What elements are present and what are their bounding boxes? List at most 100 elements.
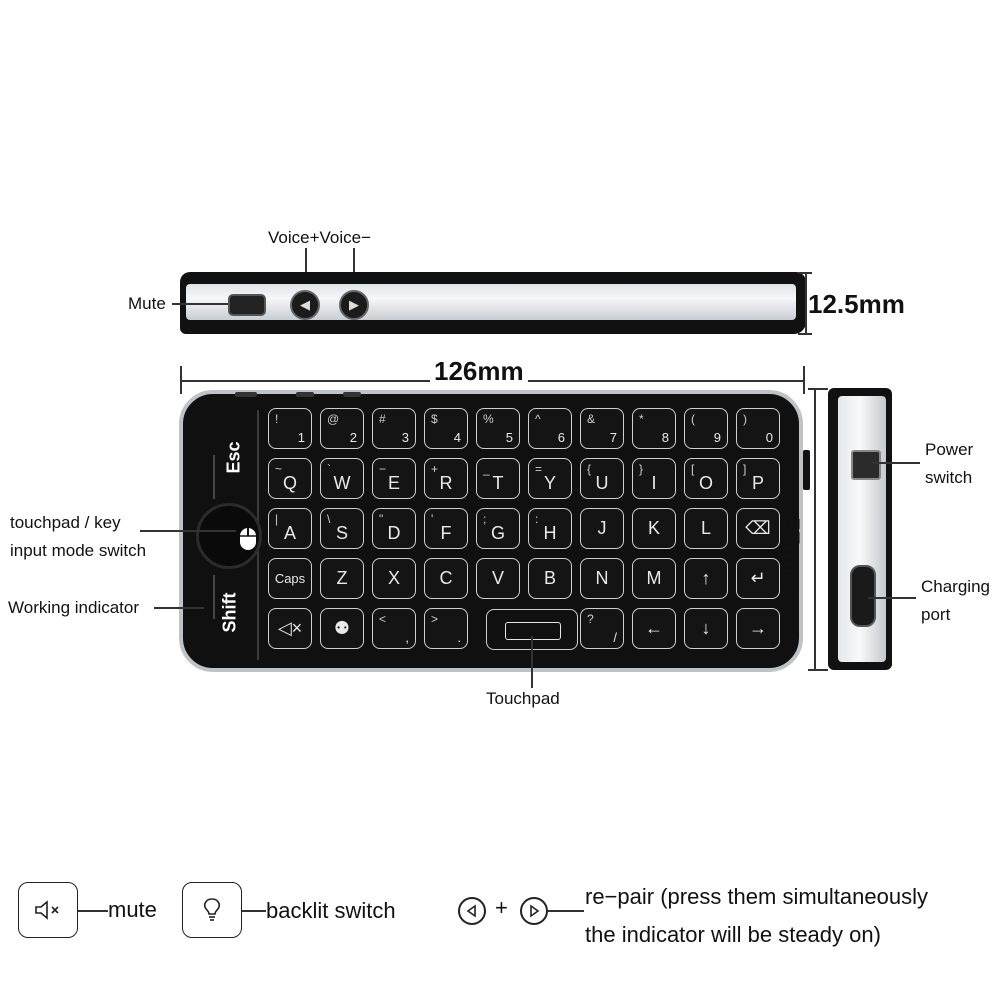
dim-tick-right — [803, 366, 805, 394]
key-shift-legend: ; — [483, 512, 487, 526]
key: Caps — [268, 558, 312, 599]
voice-minus-label: Voice− — [319, 228, 372, 247]
key: %5 — [476, 408, 520, 449]
key: ^6 — [528, 408, 572, 449]
key: +R — [424, 458, 468, 499]
key: =Y — [528, 458, 572, 499]
edge-button — [235, 392, 257, 397]
key-legend: X — [387, 568, 400, 588]
key-legend: A — [283, 523, 296, 543]
dim-line-thickness — [805, 272, 807, 334]
key-shift-legend: = — [535, 462, 543, 476]
dim-tick-w-top — [808, 388, 828, 390]
key: &7 — [580, 408, 624, 449]
key-legend: T — [492, 473, 504, 493]
working-indicator-leader — [154, 607, 204, 609]
key-number-legend: 1 — [297, 430, 305, 445]
keyboard-end-view — [828, 388, 892, 670]
power-leader — [872, 462, 920, 464]
key: V — [476, 558, 520, 599]
key-number-legend: , — [405, 630, 409, 645]
width-dimension: 57mm — [776, 517, 804, 590]
key-legend: S — [335, 523, 348, 543]
panel-line — [213, 575, 215, 619]
key-number-legend: 8 — [661, 430, 669, 445]
key-shift-legend: \ — [327, 512, 331, 526]
key: → — [736, 608, 780, 649]
key-legend: C — [439, 568, 453, 588]
shift-key: Shift — [219, 592, 240, 633]
key-legend: → — [749, 618, 767, 638]
voice-up-button: ▶ — [339, 290, 369, 320]
mode-switch-leader — [140, 530, 236, 532]
key-shift-legend: % — [483, 412, 494, 426]
key-legend: J — [597, 518, 607, 538]
thickness-dimension: 12.5mm — [808, 289, 905, 319]
charging-port-label-line1: Charging — [921, 577, 990, 596]
voice-down-button: ◀ — [290, 290, 320, 320]
key-number-legend: 7 — [609, 430, 617, 445]
speaker-mute-icon — [35, 900, 59, 920]
key: L — [684, 508, 728, 549]
key-shift-legend: ~ — [275, 462, 283, 476]
key-number-legend: / — [613, 630, 617, 645]
key: #3 — [372, 408, 416, 449]
key-legend: B — [543, 568, 556, 588]
key-grid: !1@2#3$4%5^6&7*8(9)0~Q`W−E+R_T=Y{U}I[O]P… — [268, 408, 792, 662]
key: X — [372, 558, 416, 599]
power-slider — [850, 565, 876, 627]
key-legend: ⚉ — [333, 618, 351, 638]
key-number-legend: 5 — [505, 430, 513, 445]
key: B — [528, 558, 572, 599]
mute-button — [228, 294, 266, 316]
key: )0 — [736, 408, 780, 449]
key-shift-legend: ` — [327, 462, 331, 476]
key-legend: E — [387, 473, 400, 493]
mute-legend-leader — [78, 910, 108, 912]
mouse-icon — [237, 526, 259, 552]
key-legend: O — [698, 473, 713, 493]
key: @2 — [320, 408, 364, 449]
key-legend: W — [333, 473, 351, 493]
key-legend: G — [490, 523, 505, 543]
key: ↵ — [736, 558, 780, 599]
key-legend: ↑ — [701, 568, 711, 588]
side-edge — [803, 450, 810, 490]
key-number-legend: 3 — [401, 430, 409, 445]
dim-tick-left — [180, 366, 182, 394]
key-legend: ◁× — [277, 618, 303, 638]
key-shift-legend: " — [379, 512, 384, 526]
left-triangle-icon: ◀ — [300, 297, 310, 312]
key: C — [424, 558, 468, 599]
key-legend: Caps — [274, 571, 306, 586]
key: ?/ — [580, 608, 624, 649]
key-number-legend: 0 — [765, 430, 773, 445]
power-switch-label-line1: Power — [925, 440, 974, 459]
left-triangle-icon — [458, 897, 486, 925]
key-legend: P — [751, 473, 764, 493]
key: Z — [320, 558, 364, 599]
key: `W — [320, 458, 364, 499]
charging-leader — [868, 597, 916, 599]
key-shift-legend: + — [431, 462, 439, 476]
edge-button — [296, 392, 314, 397]
key-legend: I — [651, 473, 657, 493]
key: _T — [476, 458, 520, 499]
charging-port-label-line2: port — [921, 605, 951, 624]
mode-switch-label-line1: touchpad / key — [10, 513, 121, 532]
working-indicator-label: Working indicator — [8, 598, 140, 617]
key-shift-legend: | — [275, 512, 279, 526]
key-number-legend: 4 — [453, 430, 461, 445]
key: K — [632, 508, 676, 549]
key-shift-legend: _ — [483, 462, 490, 476]
keyboard-side-view — [180, 272, 806, 334]
mute-legend-text: mute — [108, 897, 157, 922]
key-legend: D — [387, 523, 401, 543]
edge-button — [343, 392, 361, 397]
key: !1 — [268, 408, 312, 449]
key: ↓ — [684, 608, 728, 649]
key-shift-legend: − — [379, 462, 387, 476]
voice-minus-leader — [353, 248, 355, 292]
key: |A — [268, 508, 312, 549]
key: ~Q — [268, 458, 312, 499]
